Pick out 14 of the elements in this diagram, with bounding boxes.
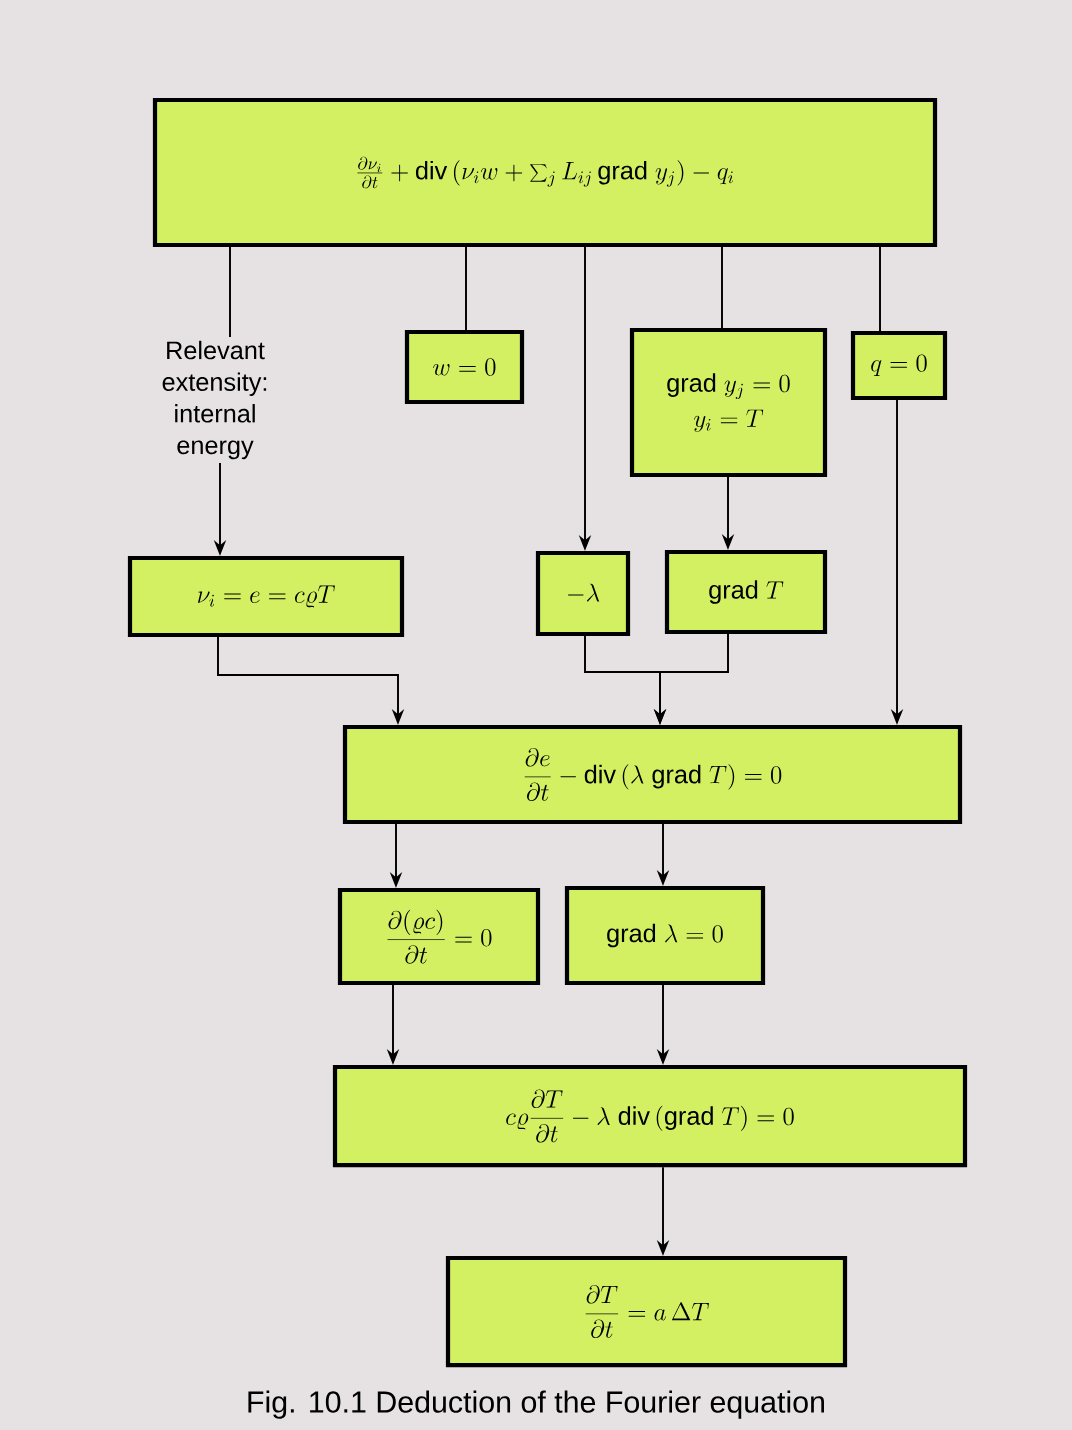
formula-box: $\frac{\partial \nu_i}{\partial t} + \mathrm{div}\left(\nu_i w + \sum_j L_{ij}\,\mathrm{grad}\;y_j\right) - q_i$: [152, 97, 938, 248]
formula-box: $w = 0$: [404, 329, 525, 405]
formula-box: $q = 0$: [850, 330, 948, 401]
text-label: Relevant extensity: internal energy: [162, 340, 267, 460]
formula-box: $\frac{\partial T}{\partial t} = a\,\Delta T$: [445, 1255, 848, 1368]
formula-box: $\frac{\partial e}{\partial t} - \mathrm{div}\,(\lambda\;\mathrm{grad}\;T) = 0$: [342, 724, 963, 825]
formula-box: $\mathrm{grad}\;\lambda = 0$: [564, 885, 766, 986]
formula-box: $c\varrho\frac{\partial T}{\partial t} - \lambda\;\mathrm{div}\,(\mathrm{grad}\;T) = 0$: [332, 1064, 968, 1168]
formula-box: $\nu_i = e = c\varrho T$: [127, 555, 405, 638]
caption: Fig. 10.1 Deduction of the Fourier equation: [248, 1390, 824, 1419]
formula-box: $-\lambda$: [535, 550, 631, 637]
formula-box: $\mathrm{grad}\;T$: [664, 549, 828, 635]
formula-box: $\mathrm{grad}\;y_j = 0$ $y_i = T$: [629, 327, 828, 478]
formula-box: $\frac{\partial(\varrho c)}{\partial t} = 0$: [337, 887, 541, 986]
